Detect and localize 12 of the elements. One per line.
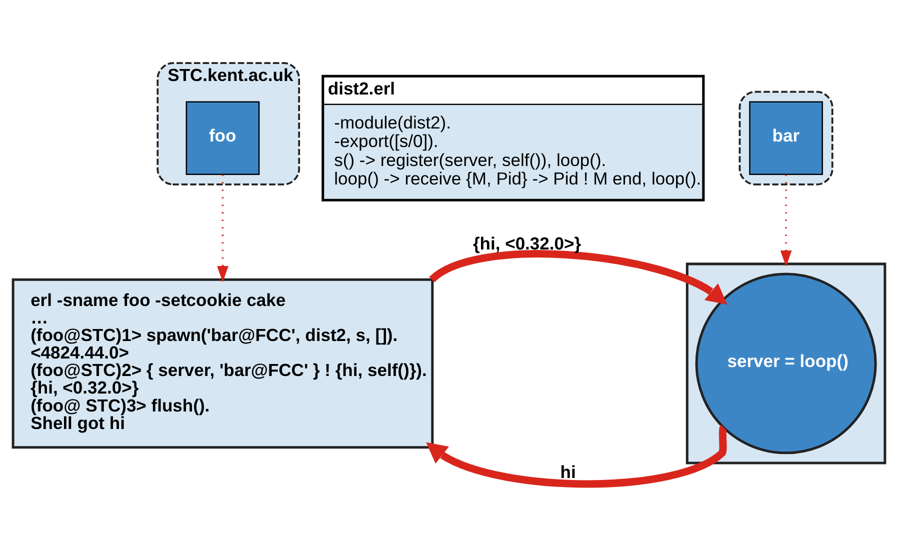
node-box: bar — [749, 100, 823, 175]
edge-label: {hi, <0.32.0>} — [472, 233, 582, 254]
node-box: erl -sname foo -setcookie cake … (foo@STC)1> spawn('bar@FCC', dist2, s, []). <4824.44.0> (foo@STC)2> { server, 'bar@FCC' } ! {hi, self()}). {hi, <0.32.0>} (foo@ STC)3> flush(). Shell got hi — [12, 278, 434, 448]
arrow — [217, 174, 228, 282]
edge-label: hi — [560, 461, 576, 482]
cluster — [686, 262, 886, 464]
cluster — [738, 90, 834, 185]
node-circle: server = loop() — [695, 272, 877, 454]
node-box: foo — [186, 100, 260, 175]
arrow — [780, 174, 792, 266]
arrow — [426, 426, 728, 488]
arrow — [430, 250, 728, 304]
